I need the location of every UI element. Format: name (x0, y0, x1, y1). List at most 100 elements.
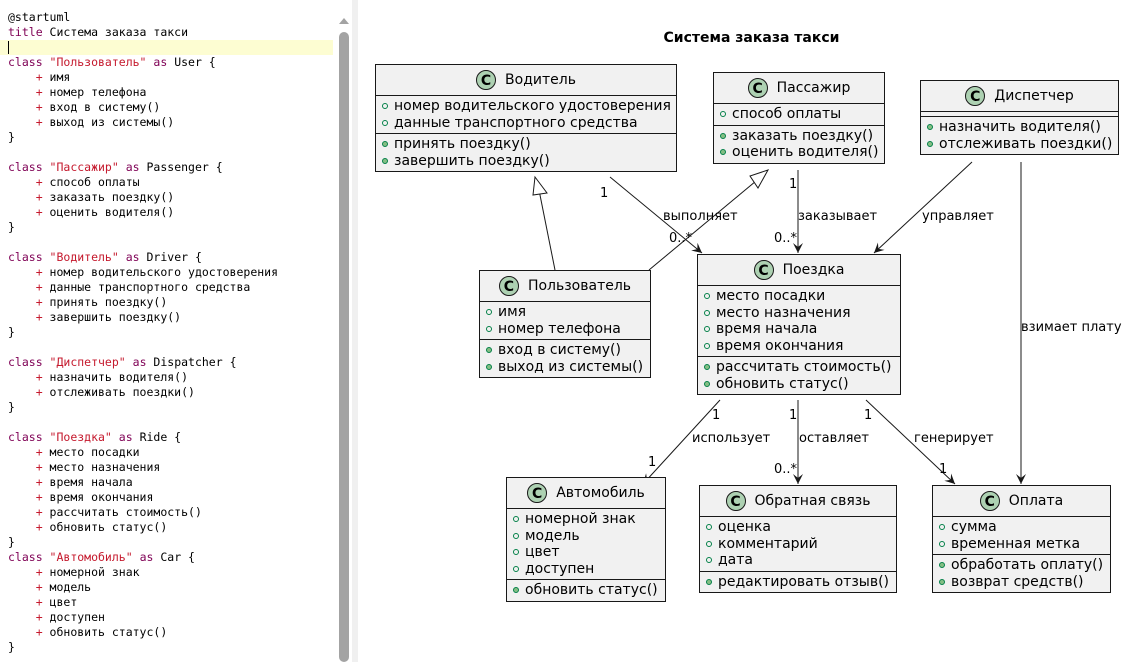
mult-driver-ride-to: 0..* (669, 231, 693, 246)
public-method-icon (382, 157, 388, 164)
code-token: + (8, 265, 50, 279)
code-token: as (118, 250, 147, 264)
code-token: место посадки (49, 445, 140, 459)
code-token: + (8, 475, 50, 489)
splitter[interactable] (352, 0, 358, 662)
label-dispatcher-ride: управляет (922, 209, 994, 224)
text-caret (8, 41, 9, 54)
label-dispatcher-payment: взимает плату (1021, 320, 1122, 335)
code-line: + данные транспортного средства (8, 280, 251, 295)
mult-passenger-ride-from: 1 (789, 177, 798, 192)
label-passenger-ride: заказывает (798, 209, 878, 224)
public-method-icon (927, 140, 933, 147)
member-text: временная метка (951, 535, 1081, 552)
class-attribute: имя (486, 304, 650, 321)
code-token: class (8, 250, 50, 264)
member-text: доступен (525, 560, 595, 577)
member-text: оценить водителя() (732, 144, 879, 160)
code-token: выход из системы() (49, 115, 175, 129)
public-field-icon (704, 326, 710, 333)
member-text: возврат средств() (951, 573, 1084, 590)
public-method-icon (513, 587, 519, 594)
class-name: Водитель (505, 72, 576, 88)
code-token: as (118, 160, 147, 174)
rel-driver-ride (609, 176, 703, 254)
code-token: данные транспортного средства (49, 280, 251, 294)
member-text: номер водительского удостоверения (394, 98, 671, 114)
code-token: "Пользователь" (49, 55, 147, 69)
code-line: + модель (8, 580, 91, 595)
mult-ride-payment-from: 1 (864, 408, 873, 423)
code-token: } (8, 400, 15, 414)
code-token: номерной знак (49, 565, 140, 579)
member-text: оценка (718, 519, 771, 535)
rel-ride-car (642, 399, 721, 485)
class-method: завершить поездку() (382, 153, 676, 170)
public-field-icon (382, 119, 388, 126)
public-field-icon (513, 532, 519, 539)
code-line: + способ оплаты (8, 175, 140, 190)
code-token: принять поездку() (49, 295, 168, 309)
member-text: принять поездку() (394, 136, 531, 152)
code-token: завершить поездку() (49, 310, 182, 324)
class-attribute: способ оплаты (720, 106, 884, 123)
rel-ride-payment (865, 399, 956, 485)
member-text: данные транспортного средства (394, 114, 638, 131)
code-token: as (111, 430, 140, 444)
code-line: class "Пассажир" as Passenger { (8, 160, 223, 175)
code-token: + (8, 580, 50, 594)
mult-ride-payment-to: 1 (939, 462, 948, 477)
class-badge-icon: C (753, 260, 774, 280)
code-token: } (8, 325, 15, 339)
class-attribute: цвет (513, 544, 665, 561)
class-attribute: сумма (939, 519, 1110, 536)
scrollbar-thumb[interactable] (339, 32, 349, 662)
code-line: + время начала (8, 475, 133, 490)
class-badge-icon: C (965, 86, 986, 106)
inherit-user-driver (538, 189, 556, 271)
class-attribute: номерной знак (513, 511, 665, 528)
class-attribute: место посадки (704, 288, 900, 305)
code-token: отслеживать поездки() (49, 385, 195, 399)
public-field-icon (486, 309, 492, 316)
class-method: обновить статус() (513, 582, 665, 599)
class-name: Пользователь (527, 278, 632, 294)
code-line: class "Поездка" as Ride { (8, 430, 181, 445)
class-name: Оплата (1008, 493, 1064, 509)
code-line: } (8, 535, 15, 550)
class-attributes-section (921, 112, 1118, 117)
scroll-up-arrow-icon[interactable] (337, 15, 351, 27)
inherit-triangle-driver (532, 175, 548, 196)
class-methods-section: редактировать отзыв() (700, 572, 896, 593)
class-method: выход из системы() (486, 359, 650, 376)
code-token: Passenger { (146, 160, 223, 174)
public-field-icon (720, 111, 726, 118)
code-token: время окончания (49, 490, 154, 504)
public-field-icon (939, 540, 945, 547)
class-attribute: номер телефона (486, 321, 650, 338)
code-token: @startuml (8, 10, 71, 24)
class-attribute: время окончания (704, 338, 900, 355)
code-line: + время окончания (8, 490, 154, 505)
code-token: title (8, 25, 43, 39)
code-line: title Система заказа такси (8, 25, 188, 40)
code-line: + вход в систему() (8, 100, 161, 115)
class-attribute: временная метка (939, 536, 1110, 553)
code-token: class (8, 355, 50, 369)
inherit-triangle-passenger (749, 169, 770, 189)
code-token: + (8, 295, 50, 309)
class-methods-section: принять поездку()завершить поездку() (376, 134, 676, 171)
